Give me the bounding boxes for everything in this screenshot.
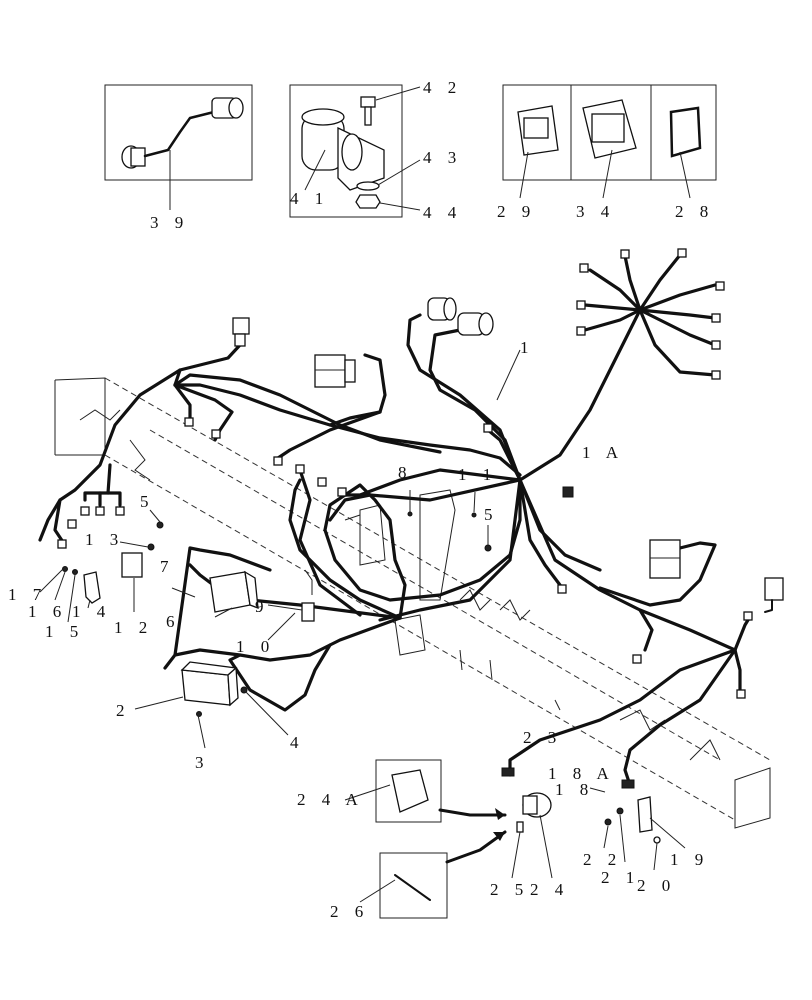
label-19: 1 9	[670, 850, 709, 869]
label-6: 6	[166, 612, 181, 631]
label-42: 4 2	[423, 78, 462, 97]
label-8: 8	[398, 463, 413, 482]
label-10: 1 0	[236, 637, 275, 656]
label-24: 2 4	[530, 880, 569, 899]
label-41: 4 1	[290, 189, 329, 208]
label-20: 2 0	[637, 876, 676, 895]
machine-frame	[54, 377, 771, 829]
inset-monitor-cable	[104, 84, 253, 210]
harness-components	[62, 297, 784, 717]
label-18a: 1 8 A	[548, 764, 615, 783]
label-44: 4 4	[423, 203, 462, 222]
label-1: 1	[520, 338, 535, 357]
label-5-right: 5	[484, 505, 499, 524]
harness-connectors	[57, 248, 753, 789]
label-23: 2 3	[523, 728, 562, 747]
label-17: 1 7	[8, 585, 47, 604]
cable-connector-part	[121, 97, 244, 169]
monitor-large-part	[582, 99, 637, 159]
bolt-part	[360, 96, 376, 126]
callout-labels: 3 9 4 2 4 1 4 3 4 4 2 9 3 4 2 8 1 1 A 8 …	[8, 78, 714, 921]
label-26: 2 6	[330, 902, 369, 921]
label-2: 2	[116, 701, 131, 720]
leader-lines	[39, 349, 686, 903]
label-14: 1 4	[72, 602, 111, 621]
label-25: 2 5	[490, 880, 529, 899]
label-22: 2 2	[583, 850, 622, 869]
label-7: 7	[160, 557, 175, 576]
label-29: 2 9	[497, 202, 536, 221]
label-12: 1 2	[114, 618, 153, 637]
label-21: 2 1	[601, 868, 640, 887]
label-24a: 2 4 A	[297, 790, 364, 809]
label-13: 1 3	[85, 530, 124, 549]
inset-sensor-mount	[289, 84, 421, 218]
label-43: 4 3	[423, 148, 462, 167]
label-11: 1 1	[458, 465, 497, 484]
washer-part	[356, 181, 380, 191]
label-9: 9	[255, 597, 270, 616]
inset-display-parts	[502, 84, 717, 199]
speed-sensor-part	[301, 108, 385, 191]
label-39: 3 9	[150, 213, 189, 232]
connector-1a-part	[562, 486, 574, 498]
label-15: 1 5	[45, 622, 84, 641]
label-34: 3 4	[576, 202, 615, 221]
label-4: 4	[290, 733, 305, 752]
label-18: 1 8	[555, 780, 594, 799]
label-3: 3	[195, 753, 210, 772]
label-1a: 1 A	[582, 443, 624, 462]
display-bezel-part	[669, 106, 702, 158]
label-5-left: 5	[140, 492, 155, 511]
monitor-small-part	[517, 105, 559, 156]
label-16: 1 6	[28, 602, 67, 621]
label-28: 2 8	[675, 202, 714, 221]
sensor-assembly	[375, 759, 661, 919]
main-harness	[38, 253, 750, 787]
nut-part	[355, 194, 381, 209]
